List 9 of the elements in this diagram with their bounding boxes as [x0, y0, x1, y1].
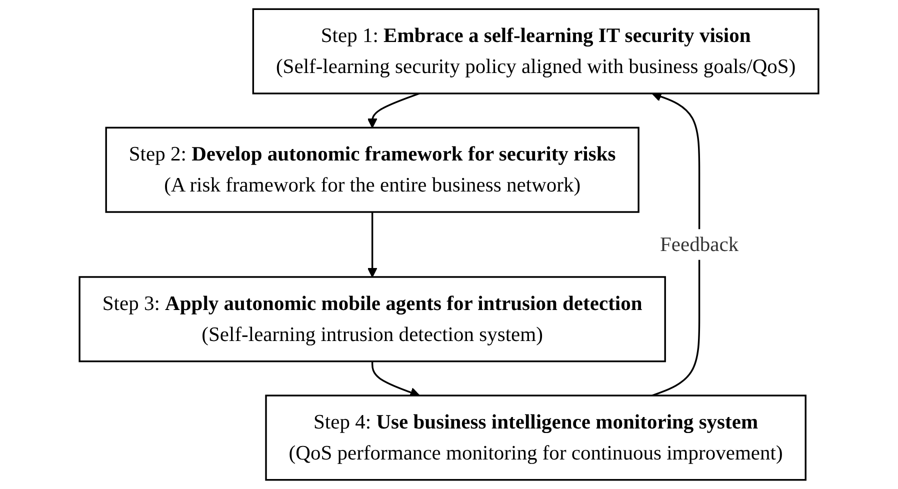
node-box: Step 2: Develop autonomic framework for security risks (A risk framework for the entire business network) [105, 126, 640, 213]
arrow [367, 212, 378, 278]
arrow [367, 92, 420, 128]
edge-label: Feedback [660, 232, 739, 256]
node-box: Step 4: Use business intelligence monitoring system (QoS performance monitoring for continuous improvement) [265, 394, 806, 481]
node-box: Step 1: Embrace a self-learning IT security vision (Self-learning security policy aligned with business goals/QoS) [252, 8, 820, 94]
arrow [652, 92, 700, 396]
node-box: Step 3: Apply autonomic mobile agents for intrusion detection (Self-learning intrusion detection system) [78, 276, 666, 362]
arrow [371, 361, 420, 398]
